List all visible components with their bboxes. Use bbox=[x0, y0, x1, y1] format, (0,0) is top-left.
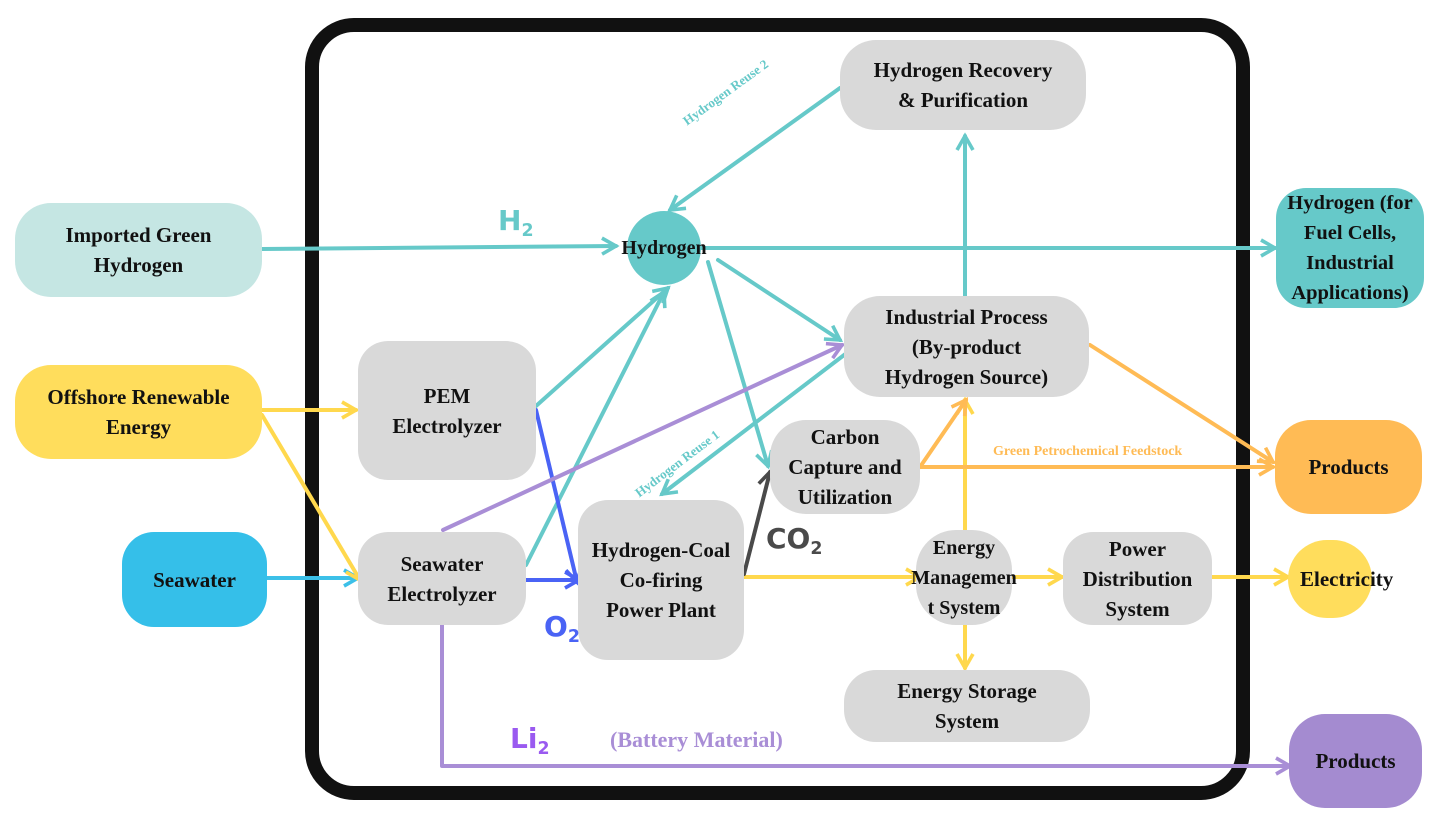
node-pem-electrolyzer: PEM Electrolyzer bbox=[358, 341, 536, 480]
label-li2-subscript: 2 bbox=[537, 739, 550, 760]
node-imported-green-hydrogen: Imported Green Hydrogen bbox=[15, 203, 262, 297]
node-energy-management: Energy Managemen t System bbox=[911, 530, 1017, 625]
arrow-seawater-electrolyzer-to-hydrogen bbox=[524, 288, 667, 567]
label-o2-symbol: O bbox=[544, 610, 568, 643]
label-co2: CO2 bbox=[766, 522, 822, 559]
node-hydrogen-output: Hydrogen (for Fuel Cells, Industrial App… bbox=[1276, 188, 1424, 308]
label-co2-subscript: 2 bbox=[810, 539, 823, 560]
label-li2-symbol: Li bbox=[510, 722, 538, 755]
node-hydrogen-hub: Hydrogen bbox=[621, 237, 707, 259]
node-power-distribution: Power Distribution System bbox=[1063, 532, 1212, 625]
arrow-lithium-to-products bbox=[440, 623, 1294, 776]
arrow-cofiring-co2-to-carbon-capture bbox=[742, 468, 777, 576]
arrow-pem-oxygen-to-cofiring bbox=[534, 408, 584, 586]
label-co2-symbol: CO bbox=[766, 522, 811, 555]
node-products-petrochemical: Products bbox=[1275, 420, 1422, 514]
node-carbon-capture: Carbon Capture and Utilization bbox=[770, 420, 920, 514]
label-green-petrochemical-feedstock: Green Petrochemical Feedstock bbox=[993, 444, 1183, 459]
node-offshore-renewable-energy: Offshore Renewable Energy bbox=[15, 365, 262, 459]
node-electricity: Electricity bbox=[1288, 540, 1393, 618]
hydrogen-hub-circle bbox=[627, 211, 701, 285]
label-o2-subscript: 2 bbox=[567, 627, 580, 648]
arrow-industrial-to-cofiring bbox=[659, 350, 850, 497]
arrow-hydrogen-to-carbon-capture bbox=[706, 260, 774, 470]
label-battery-material: (Battery Material) bbox=[610, 727, 783, 752]
node-energy-storage: Energy Storage System bbox=[844, 670, 1090, 742]
node-products-battery: Products bbox=[1289, 714, 1422, 808]
label-h2: H2 bbox=[498, 204, 534, 241]
node-hydrogen-recovery: Hydrogen Recovery & Purification bbox=[840, 40, 1086, 130]
arrow-industrial-to-products bbox=[1088, 343, 1277, 464]
node-industrial-process: Industrial Process (By-product Hydrogen … bbox=[844, 296, 1089, 397]
arrow-hydrogen-to-industrial bbox=[716, 258, 844, 342]
node-seawater-electrolyzer: Seawater Electrolyzer bbox=[358, 532, 526, 625]
arrow-renewable-to-seawater-electrolyzer bbox=[260, 413, 362, 584]
node-cofiring-plant: Hydrogen-Coal Co-firing Power Plant bbox=[578, 500, 744, 660]
label-o2: O2 bbox=[544, 610, 580, 647]
arrow-imported-to-hydrogen bbox=[260, 236, 620, 256]
label-h2-subscript: 2 bbox=[521, 221, 534, 242]
arrow-seawater-electrolyzer-to-industrial bbox=[441, 341, 846, 532]
arrow-pem-to-hydrogen bbox=[534, 285, 671, 408]
arrow-recovery-to-hydrogen bbox=[667, 86, 842, 213]
label-li2: Li2 bbox=[510, 722, 550, 759]
label-h2-symbol: H bbox=[498, 204, 522, 237]
arrow-carbon-capture-to-industrial bbox=[918, 397, 969, 469]
node-seawater: Seawater bbox=[122, 532, 267, 627]
